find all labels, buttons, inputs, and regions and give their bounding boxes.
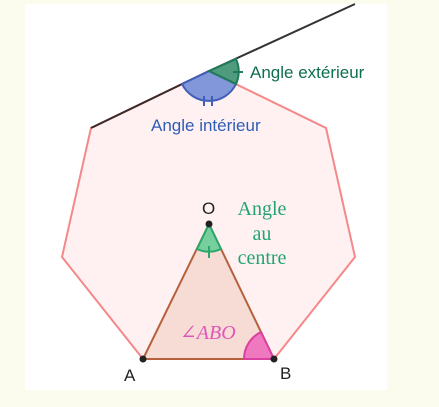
point-o bbox=[205, 220, 213, 228]
vertex-b-label: B bbox=[280, 364, 291, 383]
central-angle-label-line3: centre bbox=[238, 247, 287, 269]
point-a bbox=[139, 355, 147, 363]
heptagon bbox=[60, 69, 357, 360]
angle-abo-label: ∠ABO bbox=[180, 322, 236, 344]
triangle-aob bbox=[141, 221, 276, 360]
angle-abo-arc bbox=[242, 330, 276, 360]
exterior-angle-label: Angle extérieur bbox=[250, 63, 365, 82]
vertex-a-label: A bbox=[124, 366, 136, 385]
point-b bbox=[270, 355, 278, 363]
interior-angle-label: Angle intérieur bbox=[151, 116, 261, 135]
center-point-label: O bbox=[202, 199, 215, 218]
central-angle-label-line2: au bbox=[253, 223, 272, 245]
central-angle-label-line1: Angle bbox=[238, 198, 287, 220]
